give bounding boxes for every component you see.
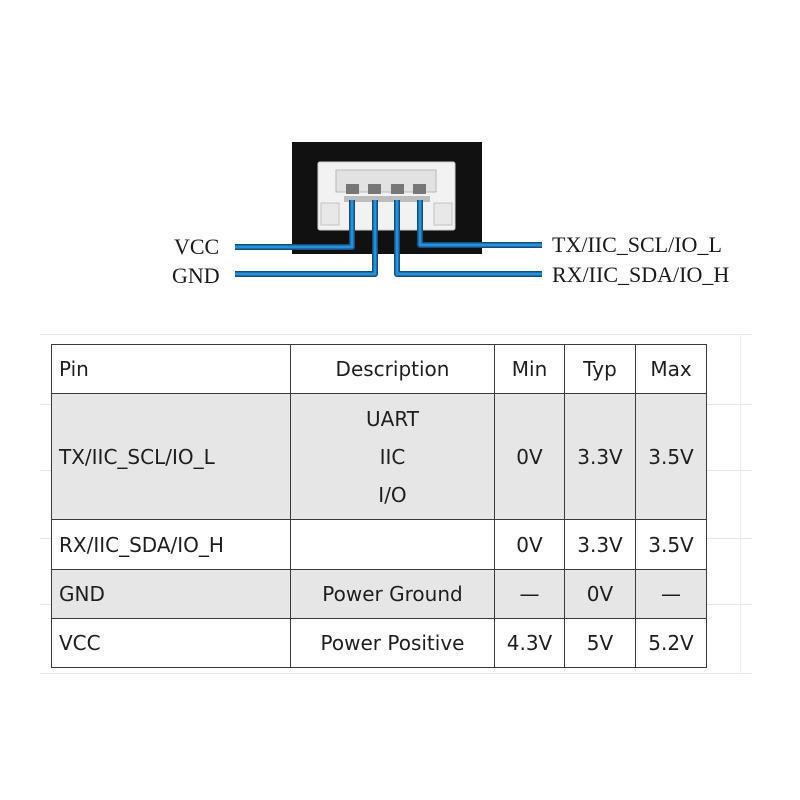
connector-latch [335,169,437,193]
header-description: Description [290,344,495,394]
connector-pin-slot-4 [413,184,426,194]
header-max: Max [635,344,707,394]
table-row: GND Power Ground — 0V — [51,569,707,619]
cell-description: UART IIC I/O [290,393,495,520]
connector-pin-slot-3 [391,184,404,194]
table-row: RX/IIC_SDA/IO_H 0V 3.3V 3.5V [51,519,707,570]
pin-label-tx: TX/IIC_SCL/IO_L [552,232,722,257]
header-min: Min [494,344,565,394]
cell-typ: 3.3V [564,393,636,520]
table-row: TX/IIC_SCL/IO_L UART IIC I/O 0V 3.3V 3.5… [51,393,707,520]
wire-vcc [235,200,355,250]
connector-pin-slot-2 [368,184,381,194]
cell-pin: TX/IIC_SCL/IO_L [51,393,291,520]
table-row: VCC Power Positive 4.3V 5V 5.2V [51,618,707,668]
connector-pin-slot-1 [346,184,359,194]
wire-tx [417,200,542,248]
cell-pin: VCC [51,618,291,668]
cell-typ: 0V [564,569,636,619]
connector-ear-left [320,202,340,226]
description-line: I/O [378,482,407,507]
cell-description: Power Ground [290,569,495,619]
cell-max: 3.5V [635,519,707,570]
cell-min: 4.3V [494,618,565,668]
connector-ear-right [433,202,453,226]
table-header-row: Pin Description Min Typ Max [51,344,707,394]
pin-label-vcc: VCC [174,234,220,259]
header-pin: Pin [51,344,291,394]
cell-min: 0V [494,519,565,570]
description-line: UART [366,406,419,431]
cell-pin: GND [51,569,291,619]
cell-pin: RX/IIC_SDA/IO_H [51,519,291,570]
pin-spec-table: Pin Description Min Typ Max TX/IIC_SCL/I… [51,344,707,668]
cell-typ: 3.3V [564,519,636,570]
wire-gnd [235,200,378,277]
cell-description: Power Positive [290,618,495,668]
description-line: IIC [379,444,406,469]
cell-max: 3.5V [635,393,707,520]
pin-label-rx: RX/IIC_SDA/IO_H [552,262,730,287]
wire-rx [394,200,542,277]
cell-min: — [494,569,565,619]
cell-description [290,519,495,570]
connector-teeth [344,196,430,202]
cell-min: 0V [494,393,565,520]
cell-typ: 5V [564,618,636,668]
header-typ: Typ [564,344,636,394]
pin-label-gnd: GND [172,263,220,288]
connector-diagram [235,142,542,277]
cell-max: 5.2V [635,618,707,668]
cell-max: — [635,569,707,619]
